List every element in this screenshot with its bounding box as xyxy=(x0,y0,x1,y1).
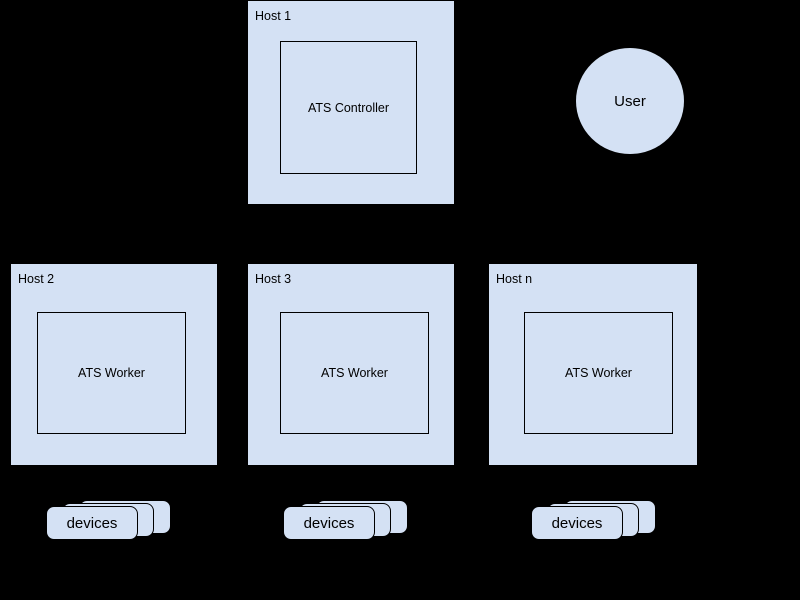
host-label-host-1: Host 1 xyxy=(255,9,292,23)
host-label-host-2: Host 2 xyxy=(18,272,55,286)
host-box-host-3[interactable]: Host 3 ATS Worker xyxy=(247,263,455,466)
service-box-ats-worker-host-3[interactable]: ATS Worker xyxy=(280,312,429,434)
host-label-host-n: Host n xyxy=(496,272,533,286)
host-box-host-1[interactable]: Host 1 ATS Controller xyxy=(247,0,455,205)
service-box-ats-worker-host-n[interactable]: ATS Worker xyxy=(524,312,673,434)
devices-label-host-3: devices xyxy=(303,514,355,532)
service-box-ats-worker-host-2[interactable]: ATS Worker xyxy=(37,312,186,434)
host-box-host-n[interactable]: Host n ATS Worker xyxy=(488,263,698,466)
user-node[interactable]: User xyxy=(576,48,684,154)
devices-layer-front: devices xyxy=(531,506,623,540)
devices-label-host-n: devices xyxy=(551,514,603,532)
host-box-host-2[interactable]: Host 2 ATS Worker xyxy=(10,263,218,466)
devices-stack-host-n[interactable]: devices xyxy=(531,500,656,540)
devices-label-host-2: devices xyxy=(66,514,118,532)
devices-stack-host-3[interactable]: devices xyxy=(283,500,408,540)
service-label-ats-worker-host-2: ATS Worker xyxy=(78,366,145,380)
host-label-host-3: Host 3 xyxy=(255,272,292,286)
service-label-ats-controller: ATS Controller xyxy=(307,100,390,115)
devices-layer-front: devices xyxy=(283,506,375,540)
service-label-ats-worker-host-3: ATS Worker xyxy=(321,366,388,380)
service-box-ats-controller[interactable]: ATS Controller xyxy=(280,41,417,174)
user-label: User xyxy=(614,92,646,110)
devices-stack-host-2[interactable]: devices xyxy=(46,500,171,540)
service-label-ats-worker-host-n: ATS Worker xyxy=(565,366,632,380)
devices-layer-front: devices xyxy=(46,506,138,540)
